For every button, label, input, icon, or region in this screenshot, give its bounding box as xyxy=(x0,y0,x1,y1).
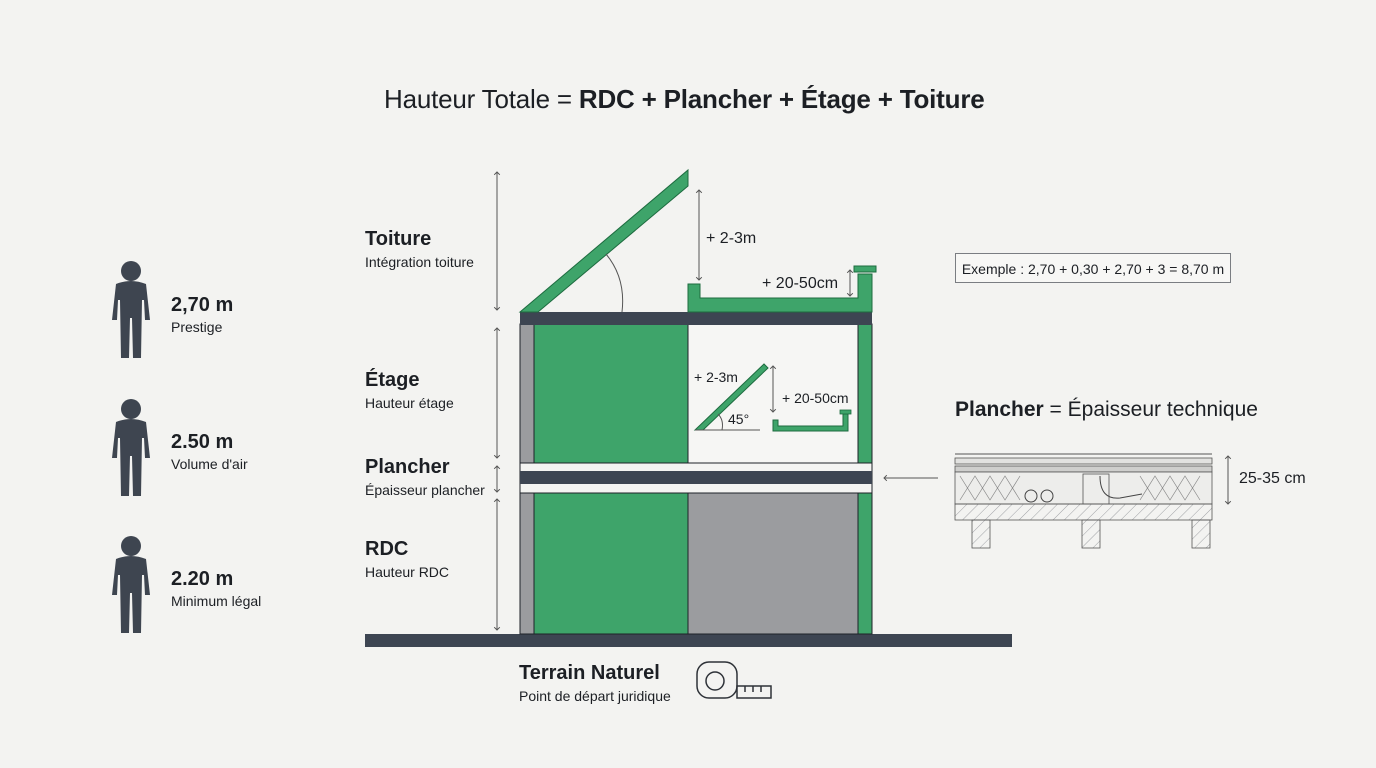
level-name: RDC xyxy=(365,538,409,560)
person-height: 2.50 m xyxy=(171,431,234,453)
level-description: Épaisseur plancher xyxy=(365,482,485,498)
rdc-green-room xyxy=(533,491,689,635)
etage-green-room xyxy=(533,323,689,464)
level-label-etage: Étage Hauteur étage xyxy=(365,369,454,411)
terrain-description: Point de départ juridique xyxy=(519,688,671,704)
person-label-volume: 2.50 m Volume d'air xyxy=(171,431,248,472)
level-name: Étage xyxy=(365,369,420,391)
plancher-detail-title: Plancher = Épaisseur technique xyxy=(955,398,1258,422)
person-label-minimum: 2.20 m Minimum légal xyxy=(171,568,261,609)
person-icon xyxy=(112,399,150,496)
person-icon xyxy=(112,261,150,358)
level-description: Hauteur étage xyxy=(365,395,454,411)
pitched-roof xyxy=(518,168,689,313)
person-height: 2,70 m xyxy=(171,294,234,316)
rdc-gray-room xyxy=(687,491,859,635)
terrain-name: Terrain Naturel xyxy=(519,662,660,684)
inset-parapet-label: + 20-50cm xyxy=(782,390,849,406)
plancher-detail-drawing xyxy=(954,453,1213,549)
etage-left-wall xyxy=(519,323,535,464)
person-label-prestige: 2,70 m Prestige xyxy=(171,294,233,335)
pitch-height-label: + 2-3m xyxy=(706,230,757,247)
level-description: Intégration toiture xyxy=(365,254,474,270)
plancher-thickness-label: 25-35 cm xyxy=(1239,470,1306,487)
level-label-plancher: Plancher Épaisseur plancher xyxy=(365,456,485,498)
level-description: Hauteur RDC xyxy=(365,564,450,580)
title-formula: RDC + Plancher + Étage + Toiture xyxy=(578,84,985,114)
example-calculation: Exemple : 2,70 + 0,30 + 2,70 + 3 = 8,70 … xyxy=(955,253,1231,283)
flat-roof-parapet xyxy=(687,273,873,313)
level-name: Plancher xyxy=(365,456,450,478)
rdc-left-wall xyxy=(519,491,535,635)
inset-pitch-label: + 2-3m xyxy=(694,369,738,385)
plancher-core xyxy=(520,471,872,484)
etage-right-wall xyxy=(857,323,873,464)
roof-slab xyxy=(520,312,872,325)
inset-angle-label: 45° xyxy=(728,411,750,427)
level-label-rdc: RDC Hauteur RDC xyxy=(365,538,449,580)
tape-measure-icon xyxy=(696,661,772,699)
ground-line xyxy=(365,634,1012,647)
inset-angle-arc xyxy=(717,413,723,431)
plancher-detail-title-rest: = Épaisseur technique xyxy=(1043,398,1258,421)
plancher-detail-title-bold: Plancher xyxy=(955,398,1044,421)
level-name: Toiture xyxy=(365,228,432,250)
title-prefix: Hauteur Totale = xyxy=(384,84,579,114)
person-description: Volume d'air xyxy=(171,456,248,472)
page-title: Hauteur Totale = RDC + Plancher + Étage … xyxy=(384,84,985,115)
roof-angle-arc xyxy=(605,253,624,313)
level-label-toiture: Toiture Intégration toiture xyxy=(365,228,474,270)
inset-parapet-cap xyxy=(839,409,852,415)
terrain-label: Terrain Naturel Point de départ juridiqu… xyxy=(519,662,671,704)
person-description: Minimum légal xyxy=(171,593,262,609)
parapet-cap xyxy=(853,265,877,273)
person-description: Prestige xyxy=(171,319,223,335)
person-icon xyxy=(112,536,150,633)
parapet-height-label: + 20-50cm xyxy=(762,275,839,292)
rdc-right-wall xyxy=(857,491,873,635)
person-height: 2.20 m xyxy=(171,568,234,590)
